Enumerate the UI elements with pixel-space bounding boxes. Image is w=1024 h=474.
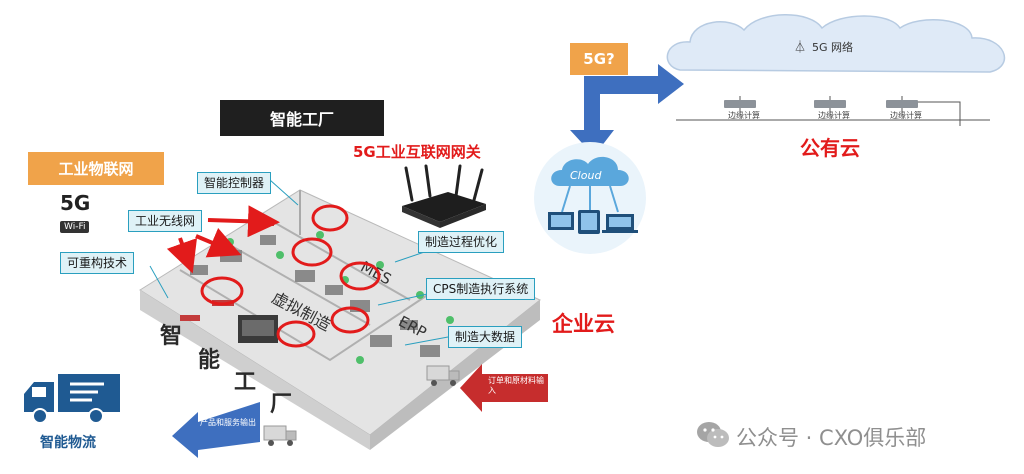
- wechat-icon: [697, 422, 729, 447]
- label-process-optimization: 制造过程优化: [418, 231, 505, 253]
- label-industrial-wireless: 工业无线网: [128, 210, 203, 232]
- wifi-logo-icon: Wi-Fi: [60, 221, 90, 233]
- floor-char-2: 能: [198, 348, 221, 373]
- antenna-icon: ⏃: [794, 40, 807, 54]
- floor-char-3: 工: [234, 370, 257, 395]
- label-smart-controller: 智能控制器: [197, 172, 272, 194]
- enterprise-cloud-label: Cloud: [570, 169, 602, 182]
- 5g-wifi-badge: 5G Wi-Fi: [60, 192, 118, 234]
- 5g-network-label: 5G 网络: [812, 41, 854, 54]
- enterprise-cloud-title: 企业云: [552, 312, 615, 336]
- flow-arrow-blue: [570, 64, 684, 156]
- public-cloud-title: 公有云: [800, 136, 860, 160]
- label-manufacturing-bigdata: 制造大数据: [448, 326, 523, 348]
- highlight-overlay: [149, 179, 449, 348]
- public-cloud-shape: [666, 14, 1006, 73]
- watermark-text: 公众号 · CXO俱乐部: [736, 426, 927, 450]
- floor-char-4: 厂: [270, 392, 293, 417]
- edge-node-2: 边缘计算: [818, 111, 850, 120]
- edge-network-lines: [676, 96, 990, 126]
- smart-logistics-title: 智能物流: [40, 435, 96, 451]
- order-input-label: 订单和原材料输入: [488, 376, 544, 395]
- enterprise-cloud-illustration: [534, 142, 646, 254]
- label-cps-mes: CPS制造执行系统: [426, 278, 536, 300]
- edge-node-3: 边缘计算: [890, 111, 922, 120]
- truck-icon: [24, 374, 120, 424]
- edge-node-1: 边缘计算: [728, 111, 760, 120]
- delivery-truck-icon: [426, 365, 460, 386]
- product-output-label: 产品和服务输出: [200, 418, 256, 427]
- 5g-logo-icon: 5G: [60, 191, 91, 215]
- router-icon: [402, 164, 486, 228]
- 5g-question-box: 5G?: [570, 43, 628, 75]
- iot-title: 工业物联网: [28, 152, 164, 185]
- label-reconfigurable: 可重构技术: [60, 252, 135, 274]
- order-input-arrow: [460, 364, 548, 412]
- output-truck-icon: [263, 425, 297, 446]
- product-output-arrow: [172, 402, 260, 458]
- floor-char-1: 智: [160, 324, 183, 349]
- gateway-title: 5G工业互联网网关: [353, 143, 481, 161]
- smart-factory-title: 智能工厂: [220, 100, 384, 136]
